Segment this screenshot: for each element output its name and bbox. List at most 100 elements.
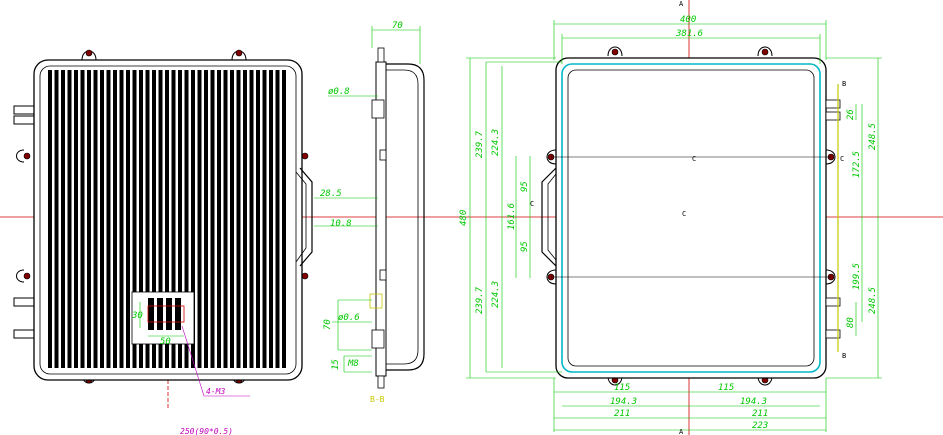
heatsink-fin (132, 70, 137, 368)
marker-b-bottom: B (842, 352, 846, 360)
front-dim-lines (466, 20, 882, 432)
dim-161-6: 161.6 (507, 203, 517, 230)
heatsink-fin (152, 70, 156, 368)
heatsink-fin (80, 70, 85, 368)
marker-c-center: C (682, 210, 686, 218)
connectors (13, 105, 35, 339)
connector-highlight (147, 305, 185, 323)
front-handle (541, 167, 557, 267)
heatsink-fin (269, 70, 273, 368)
side-view: 70 ø0.8 28.5 10.8 ø0.6 70 M8 15 B-B (314, 21, 425, 404)
heatsink-fin (171, 70, 176, 368)
heatsink-fin (61, 70, 65, 368)
heatsink-fin (158, 70, 163, 368)
heatsink-fins (48, 70, 286, 368)
marker-a-bottom: A (679, 428, 684, 435)
section-marker (369, 293, 383, 309)
dim-239-7-top: 239.7 (475, 130, 485, 158)
dim-199-5: 199.5 (852, 263, 862, 290)
dim-50: 50 (160, 337, 171, 347)
label-bottom: 250(90*0.5) (180, 427, 233, 435)
dim-28-5: 28.5 (320, 189, 342, 199)
heatsink-fin (139, 70, 143, 368)
dim-115-right: 115 (718, 383, 734, 393)
dim-15: 15 (331, 359, 341, 370)
heatsink-fin (256, 70, 260, 368)
c-lines (551, 156, 831, 278)
connector-dims (139, 302, 184, 337)
heatsink-fin (230, 70, 234, 368)
heatsink-fin (217, 70, 221, 368)
heatsink-fin (197, 70, 202, 368)
dim-10-8: 10.8 (330, 219, 352, 229)
dim-224-3-top: 224.3 (491, 129, 501, 156)
heatsink-fin (184, 70, 189, 368)
side-cover (386, 63, 425, 371)
dim-381-6: 381.6 (675, 29, 703, 39)
dim-194-3-right: 194.3 (740, 397, 767, 407)
heatsink-fin (178, 70, 182, 368)
dim-480: 480 (459, 210, 469, 226)
dim-phi-bottom: ø0.6 (338, 313, 360, 323)
dim-224-3-bottom: 224.3 (491, 281, 501, 308)
dim-phi-top: ø0.8 (328, 87, 350, 97)
label-m3: 4-M3 (206, 387, 225, 396)
dim-248-5-top: 248.5 (868, 123, 878, 150)
dim-115-left: 115 (614, 383, 630, 393)
right-side-connectors (825, 99, 841, 339)
marker-c-upper: C (692, 155, 696, 163)
heatsink-fin (210, 70, 215, 368)
heatsink-fin (165, 70, 169, 368)
heatsink-fin (119, 70, 124, 368)
heatsink-fin (67, 70, 72, 368)
dim-30: 30 (131, 311, 143, 321)
left-view: 30 50 4-M3 250(90*0.5) (13, 49, 313, 435)
dim-194-3-left: 194.3 (610, 397, 637, 407)
heatsink-fin (54, 70, 59, 368)
heatsink-fin (236, 70, 241, 368)
dim-172-5: 172.5 (852, 151, 862, 178)
heatsink-fin (106, 70, 111, 368)
cover-outline (555, 57, 827, 379)
dim-248-5-bottom: 248.5 (868, 287, 878, 314)
side-flanges (371, 47, 387, 389)
seal-inner (567, 69, 815, 367)
dim-223: 223 (752, 421, 768, 431)
heatsink-fin (74, 70, 78, 368)
dim-95-bottom: 95 (520, 241, 530, 252)
heatsink-fin (223, 70, 228, 368)
heatsink-fin (275, 70, 280, 368)
marker-a-top: A (679, 0, 684, 8)
side-dim-lines (314, 26, 421, 373)
heatsink-fin (282, 70, 286, 368)
dim-70-left: 70 (323, 319, 333, 330)
dim-239-7-bottom: 239.7 (475, 286, 485, 314)
heatsink-fin (100, 70, 104, 368)
heatsink-fin (145, 70, 150, 368)
dim-95-top: 95 (520, 181, 530, 192)
marker-b-top: B (842, 80, 846, 88)
heatsink-fin (93, 70, 98, 368)
dim-80: 80 (846, 317, 856, 328)
enclosure-inner-outline (39, 65, 297, 375)
marker-c-right: C (840, 155, 844, 163)
marker-c-left: C (530, 200, 534, 208)
dim-m8: M8 (347, 359, 359, 369)
connector-slots (148, 298, 181, 330)
heatsink-fin (87, 70, 91, 368)
dim-26: 26 (846, 109, 856, 120)
heatsink-fin (204, 70, 208, 368)
heatsink-fin (113, 70, 117, 368)
side-handle (299, 167, 313, 267)
heatsink-fin (126, 70, 130, 368)
heatsink-fin (48, 70, 52, 368)
section-label: B-B (370, 395, 385, 404)
dim-400: 400 (680, 15, 696, 25)
dim-70-top: 70 (392, 21, 403, 31)
dim-211-right: 211 (752, 409, 768, 419)
seal-outer (561, 63, 821, 373)
heatsink-fin (262, 70, 267, 368)
heatsink-fin (249, 70, 254, 368)
front-view: 400 381.6 480 239.7 224.3 161.6 95 95 23… (459, 0, 882, 435)
